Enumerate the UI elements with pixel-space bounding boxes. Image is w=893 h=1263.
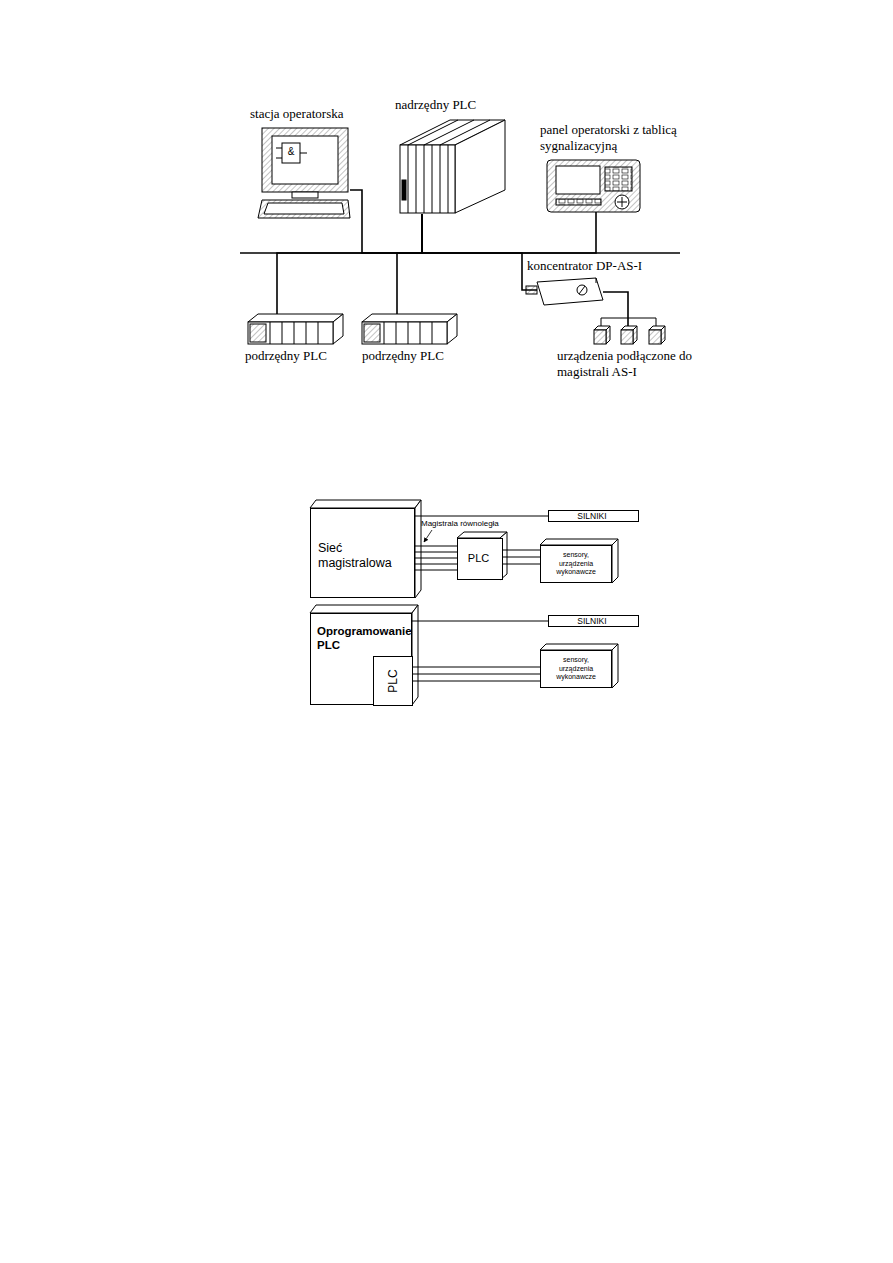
bus-network-box: Sieć magistralowa (310, 508, 415, 598)
wire (397, 214, 422, 314)
as-i-devices (594, 318, 665, 344)
slave-plc: podrzędny PLC (362, 314, 457, 344)
slave-plc-icon (248, 314, 457, 344)
node-label: sensory, urządzenia wykonawcze (554, 656, 598, 682)
operator-panel: panel operatorski z tablicą sygnalizacyj… (547, 160, 640, 212)
wire (415, 516, 548, 517)
wire (503, 550, 540, 551)
wire (422, 214, 537, 290)
wire (503, 557, 540, 558)
node-label: PLC (373, 656, 413, 706)
wire (413, 667, 540, 668)
node-label: sensory, urządzenia wykonawcze (554, 551, 598, 577)
plc-software-box: Oprogramowanie PLC PLC (310, 613, 412, 705)
node-label: koncentrator DP-AS-I (527, 258, 687, 274)
motors-box: SILNIKI (548, 615, 639, 627)
sensors-box: sensory, urządzenia wykonawcze (540, 545, 612, 583)
as-i-devices: urządzenia podłączone do magistrali AS-I (590, 326, 666, 345)
slave-plc: podrzędny PLC (248, 314, 343, 344)
node-label: SILNIKI (549, 616, 635, 626)
plc-box: PLC (457, 538, 503, 580)
wire (415, 546, 457, 547)
wire (415, 564, 457, 565)
operator-station: stacja operatorska (258, 128, 350, 218)
master-plc: nadrzędny PLC (400, 118, 506, 214)
wire (350, 190, 422, 253)
box-faces (310, 500, 618, 705)
concentrator: koncentrator DP-AS-I (537, 277, 603, 305)
wire (415, 558, 457, 559)
node-label: stacja operatorska (250, 106, 390, 122)
node-label: urządzenia podłączone do magistrali AS-I (557, 348, 692, 380)
wire (415, 552, 457, 553)
gate-symbol: & (285, 146, 297, 158)
node-label: podrzędny PLC (362, 348, 477, 364)
sensors-box: sensory, urządzenia wykonawcze (540, 650, 612, 688)
leader-arrow (424, 530, 432, 542)
wire (413, 681, 540, 682)
bus-label: Magistrala równoległa (421, 519, 511, 529)
computer-icon (258, 128, 350, 218)
wire (413, 674, 540, 675)
wire (422, 212, 596, 253)
node-label: podrzędny PLC (245, 348, 360, 364)
node-label: nadrzędny PLC (395, 97, 515, 113)
node-label: PLC (458, 552, 499, 565)
operator-panel (547, 160, 640, 212)
wire (603, 292, 628, 326)
concentrator-icon (526, 278, 603, 305)
wire (503, 564, 540, 565)
wire (415, 570, 457, 571)
node-label: SILNIKI (549, 511, 635, 521)
motors-box: SILNIKI (548, 510, 639, 522)
wire (277, 214, 422, 314)
plc-box: PLC (373, 656, 413, 706)
wire (412, 621, 548, 622)
node-label: Oprogramowanie PLC (317, 624, 407, 652)
node-label: Sieć magistralowa (318, 541, 403, 571)
node-label: panel operatorski z tablicą sygnalizacyj… (540, 122, 690, 154)
plc-rack (400, 120, 505, 213)
